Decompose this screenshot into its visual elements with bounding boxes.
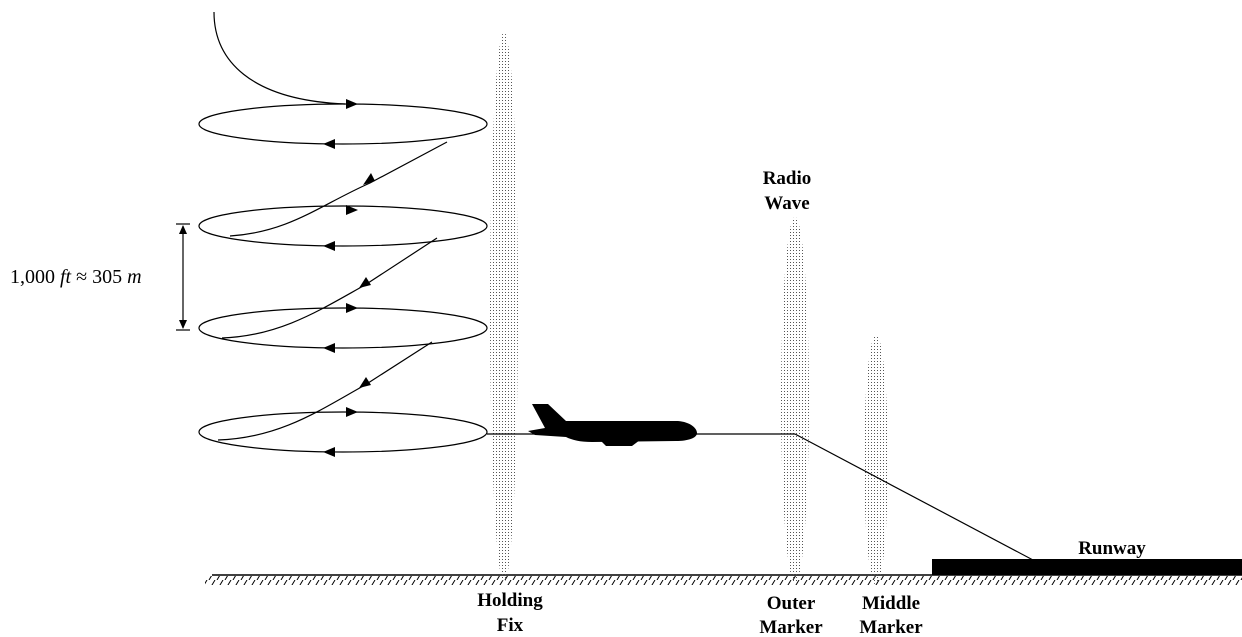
outer-marker-label-1: Outer <box>767 593 816 614</box>
holding-fix-label-2: Fix <box>497 615 524 636</box>
middle-marker-label-1: Middle <box>862 593 920 614</box>
runway-label: Runway <box>1078 538 1146 559</box>
outer-marker-beam <box>781 217 809 583</box>
radio-wave-label-1: Radio <box>763 168 812 189</box>
holding-loop-3 <box>198 307 488 349</box>
radio-wave-label-2: Wave <box>764 193 809 214</box>
entry-path <box>213 11 346 105</box>
holding-loop-1 <box>198 103 488 145</box>
holding-loops <box>198 103 488 453</box>
middle-marker-beam <box>864 335 888 585</box>
runway-strip <box>932 559 1242 575</box>
middle-marker-label-2: Marker <box>859 617 923 637</box>
outer-marker-label-2: Marker <box>759 617 823 637</box>
ground <box>205 574 1242 585</box>
direction-arrows <box>323 99 375 457</box>
separation-label: 1,000 ft ≈ 305 m <box>10 266 142 288</box>
descent-paths <box>217 141 448 441</box>
airplane-icon <box>528 404 697 446</box>
holding-fix-beam <box>490 32 518 582</box>
separation-dimension <box>176 223 190 331</box>
holding-fix-label-1: Holding <box>477 590 543 611</box>
holding-loop-2 <box>198 205 488 247</box>
holding-loop-4 <box>198 411 488 453</box>
approach-path <box>487 433 1034 561</box>
